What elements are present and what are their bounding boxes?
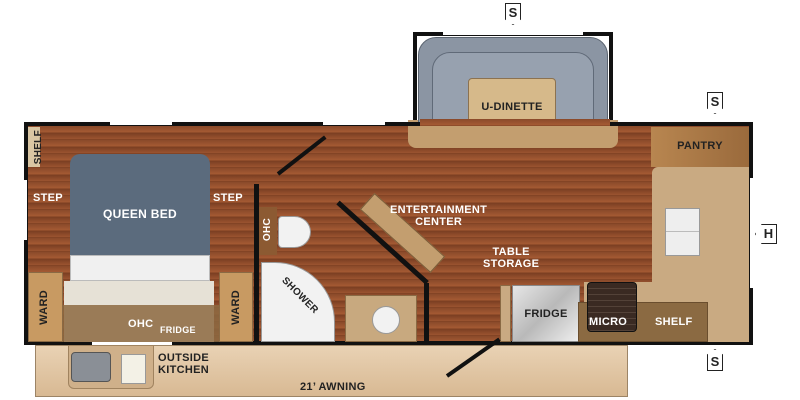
hitch-marker: H (755, 224, 777, 244)
queen-bed (70, 154, 210, 256)
shelf-kitchen-label: SHELF (655, 316, 693, 328)
floor-under-slide (420, 119, 610, 127)
entertainment-center-label: ENTERTAINMENT CENTER (390, 204, 488, 228)
micro-label: MICRO (589, 316, 628, 328)
step-right-label: STEP (213, 192, 243, 204)
stove-microwave (587, 282, 637, 332)
sink-icon (121, 354, 146, 384)
u-dinette-label: U-DINETTE (481, 101, 543, 113)
toilet-icon (278, 216, 311, 248)
wardrobe-right (219, 272, 253, 342)
fridge-bed-label: FRIDGE (160, 325, 196, 335)
dinette-rug-front (408, 126, 618, 148)
ohc-bath-label: OHC (262, 218, 273, 242)
ohc-bath (259, 207, 277, 255)
window (92, 342, 172, 345)
fridge (512, 285, 580, 342)
shelf-label: SHELF (33, 130, 44, 165)
pantry-label: PANTRY (677, 140, 723, 152)
slide-marker-right: S (707, 92, 723, 114)
bath-wall-right (424, 283, 429, 344)
wardrobe-left (28, 272, 63, 342)
window (24, 180, 27, 240)
ohc-overhead (62, 305, 220, 342)
double-sink-icon (665, 208, 700, 256)
pantry (651, 127, 749, 167)
ward-right-label: WARD (230, 290, 242, 325)
slide-marker-top: S (505, 3, 521, 25)
step-left-label: STEP (33, 192, 63, 204)
shelf (28, 127, 40, 167)
window (750, 178, 753, 288)
table-storage (500, 285, 511, 342)
window (110, 122, 172, 125)
bed-bolster (70, 255, 210, 281)
ward-left-label: WARD (38, 290, 50, 325)
queen-bed-label: QUEEN BED (102, 207, 178, 221)
window (443, 32, 583, 35)
table-storage-label: TABLE STORAGE (483, 246, 540, 270)
outside-kitchen-label: OUTSIDE KITCHEN (158, 352, 209, 376)
slide-marker-bottom: S (707, 349, 723, 371)
ohc-bed-label: OHC (128, 318, 154, 330)
window (323, 122, 385, 125)
bath-wall (254, 184, 259, 344)
awning-label: 21’ AWNING (300, 381, 366, 393)
fridge-label: FRIDGE (524, 308, 568, 320)
cooktop-icon (71, 352, 111, 382)
vanity-sink-icon (372, 306, 400, 334)
